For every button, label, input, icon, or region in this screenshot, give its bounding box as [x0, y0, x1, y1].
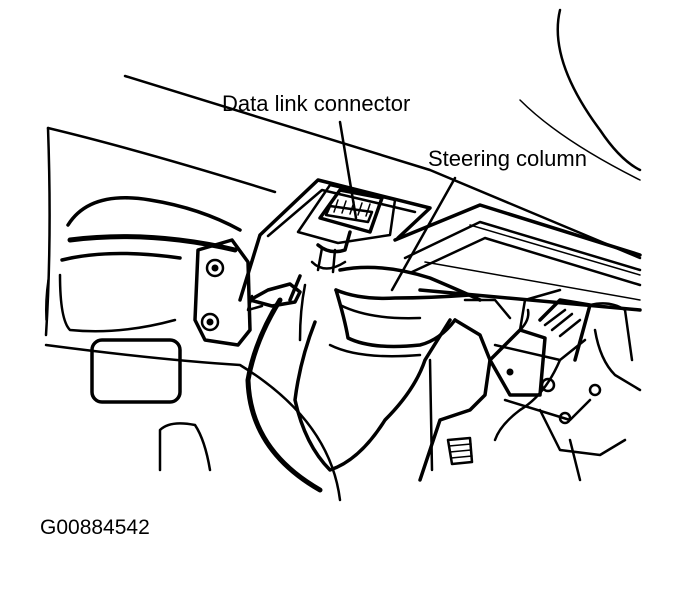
- connector-bracket: [238, 178, 432, 302]
- leader-lines: [338, 120, 457, 292]
- data-link-connector: [310, 188, 384, 274]
- data-link-connector-label: Data link connector: [222, 91, 411, 116]
- steering-column-shape: [245, 265, 482, 493]
- lower-right-bracketry: [418, 288, 642, 482]
- dash-trim-rail: [393, 203, 642, 312]
- steering-column-label: Steering column: [428, 146, 587, 171]
- mounting-bracket: [193, 238, 252, 347]
- stud-bolt: [246, 282, 302, 312]
- lower-screw: [446, 436, 474, 466]
- dashboard-top-edge: [123, 8, 642, 260]
- figure-code: G00884542: [40, 516, 150, 539]
- left-dash-panel: [44, 126, 342, 502]
